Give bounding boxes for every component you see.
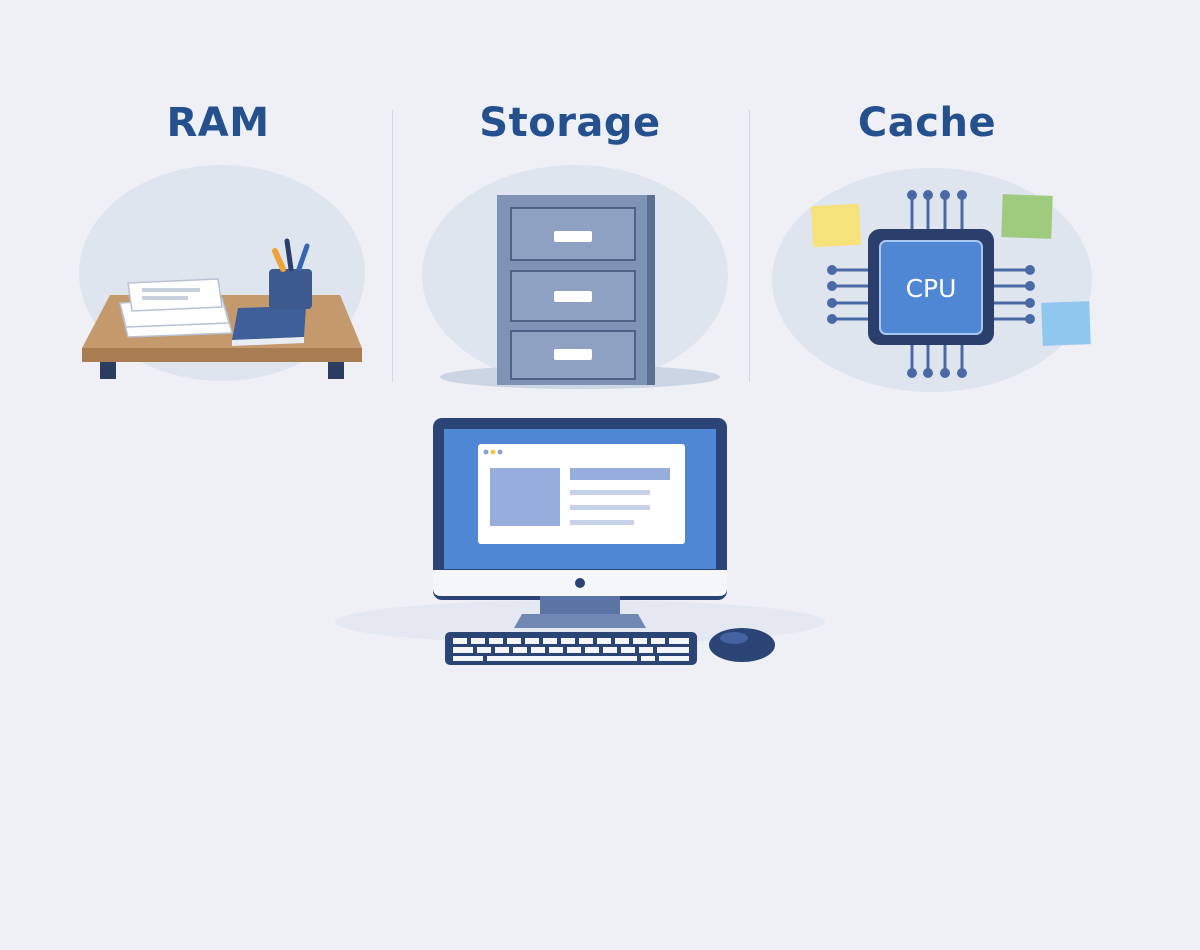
sticky-note-yellow: [810, 203, 862, 248]
keyboard-icon: [445, 632, 697, 665]
divider-left: [392, 110, 393, 382]
ram-title: RAM: [166, 100, 270, 146]
sticky-note-blue: [1041, 301, 1091, 346]
filing-cabinet-icon: [422, 165, 728, 389]
desktop-computer-icon: [335, 418, 825, 665]
cache-title: Cache: [857, 100, 997, 146]
cpu-chip-icon: CPU: [772, 168, 1092, 392]
divider-right: [749, 110, 750, 382]
cpu-label: CPU: [906, 274, 957, 303]
desk-with-papers-icon: [79, 165, 365, 381]
sticky-note-green: [1001, 194, 1053, 239]
storage-title: Storage: [479, 100, 661, 146]
mouse-icon: [709, 628, 775, 662]
